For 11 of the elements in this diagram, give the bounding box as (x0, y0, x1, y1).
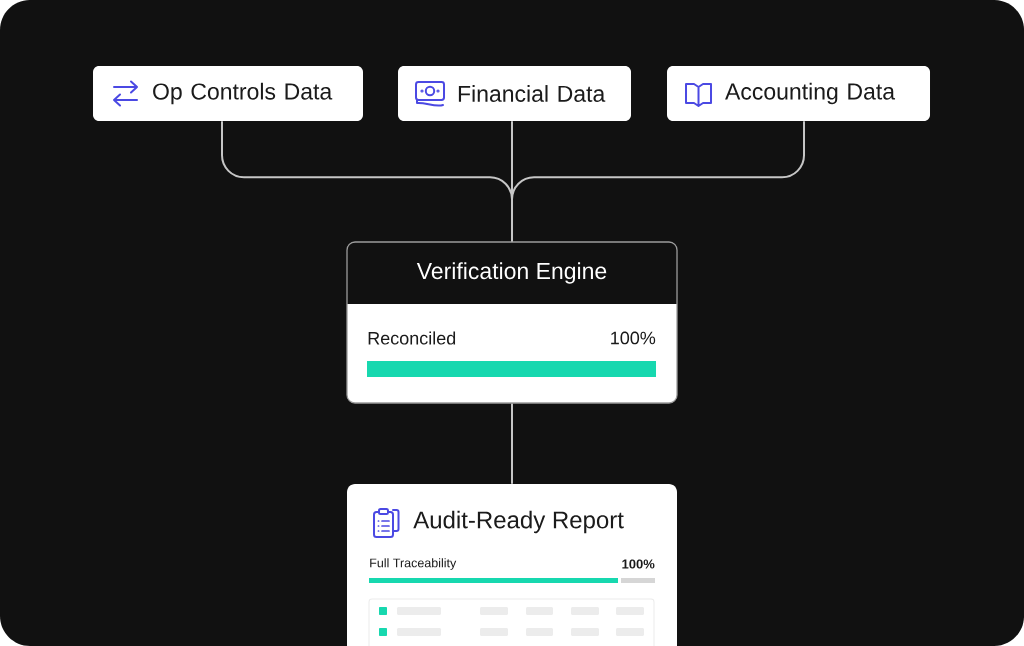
data-box: Financial Data (398, 66, 631, 121)
data-box: Accounting Data (667, 66, 930, 121)
card-title: Audit-Ready Report (413, 510, 624, 534)
percentage: 100% (622, 559, 655, 569)
connector-line (511, 402, 513, 485)
percentage: 100% (611, 331, 656, 345)
card-title: Verification Engine (416, 262, 607, 284)
data-box: Op Controls Data (93, 66, 363, 121)
progress-label: Reconciled (368, 331, 456, 345)
connector-line (511, 120, 805, 243)
progress-label: Full Traceability (370, 558, 457, 570)
